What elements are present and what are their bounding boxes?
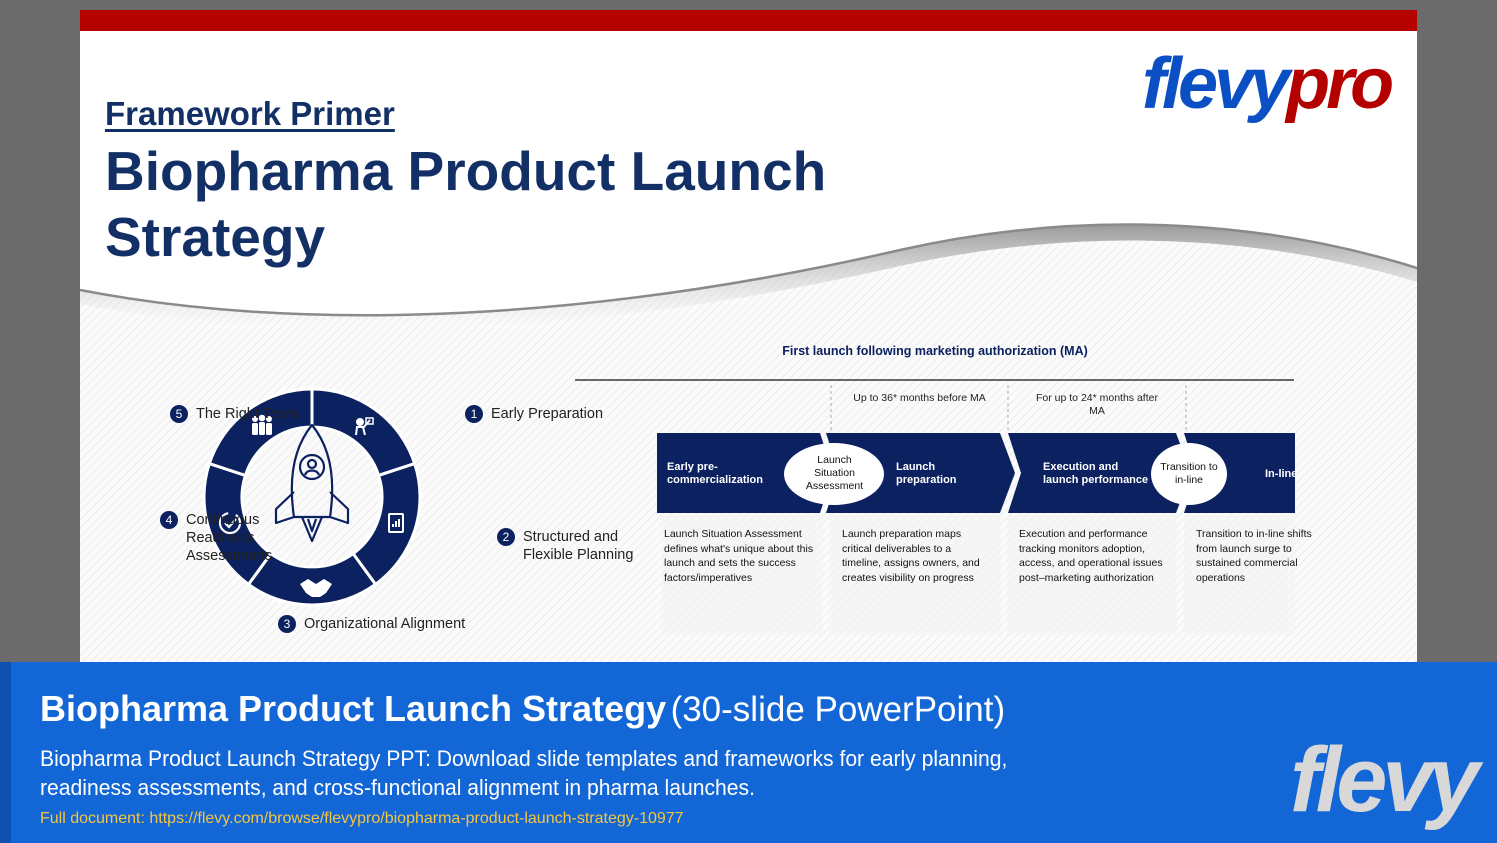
product-banner <box>0 662 1497 843</box>
check-circle-icon <box>218 511 242 535</box>
after-ma-label: For up to 24* months after MA <box>1036 392 1158 417</box>
rocket-icon <box>274 423 350 543</box>
slide-top-bar <box>80 10 1417 31</box>
banner-title-main: Biopharma Product Launch Strategy <box>40 688 667 729</box>
document-chart-icon <box>388 513 404 533</box>
banner-title: Biopharma Product Launch Strategy (30-sl… <box>40 688 1005 730</box>
milestone-launch-situation <box>784 443 884 505</box>
phase-chevron-3 <box>1008 433 1191 513</box>
framework-ring <box>202 387 422 607</box>
timeline-heading: First launch following marketing authori… <box>782 344 1088 358</box>
phase-4-description: Transition to in-line shifts from launch… <box>1196 528 1312 584</box>
banner-description: Biopharma Product Launch Strategy PPT: D… <box>40 746 1008 800</box>
milestone-transition <box>1151 443 1227 505</box>
launch-timeline <box>575 379 1295 635</box>
banner-title-sub: (30-slide PowerPoint) <box>670 690 1006 729</box>
slide-title: Biopharma Product Launch Strategy <box>105 140 827 268</box>
flevy-logo[interactable]: flevy <box>1290 729 1480 831</box>
presenter-icon <box>355 417 374 436</box>
phase-1-description: Launch Situation Assessment defines what… <box>664 528 814 584</box>
before-ma-label: Up to 36* months before MA <box>853 392 986 404</box>
milestone-1-label: Launch Situation Assessment <box>805 454 864 492</box>
full-document-link[interactable]: Full document: https://flevy.com/browse/… <box>40 810 684 827</box>
banner-edge <box>0 662 11 843</box>
handshake-icon <box>300 579 332 597</box>
phase-3-description: Execution and performance tracking monit… <box>1019 528 1163 584</box>
team-icon <box>252 414 272 435</box>
phase-4-label: In-line <box>1265 468 1298 480</box>
phase-1-label: Early pre-commercialization <box>667 461 763 486</box>
framework-primer-label: Framework Primer <box>105 95 395 132</box>
phase-2-label: Launch preparation <box>896 461 957 486</box>
phase-2-description: Launch preparation maps critical deliver… <box>842 528 980 584</box>
flevypro-logo: flevypro <box>1142 44 1394 124</box>
phase-3-label: Execution and launch performance trackin… <box>1043 461 1149 488</box>
milestone-2-label: Transition to in-line <box>1160 461 1218 486</box>
phase-chevron-1 <box>657 433 833 513</box>
